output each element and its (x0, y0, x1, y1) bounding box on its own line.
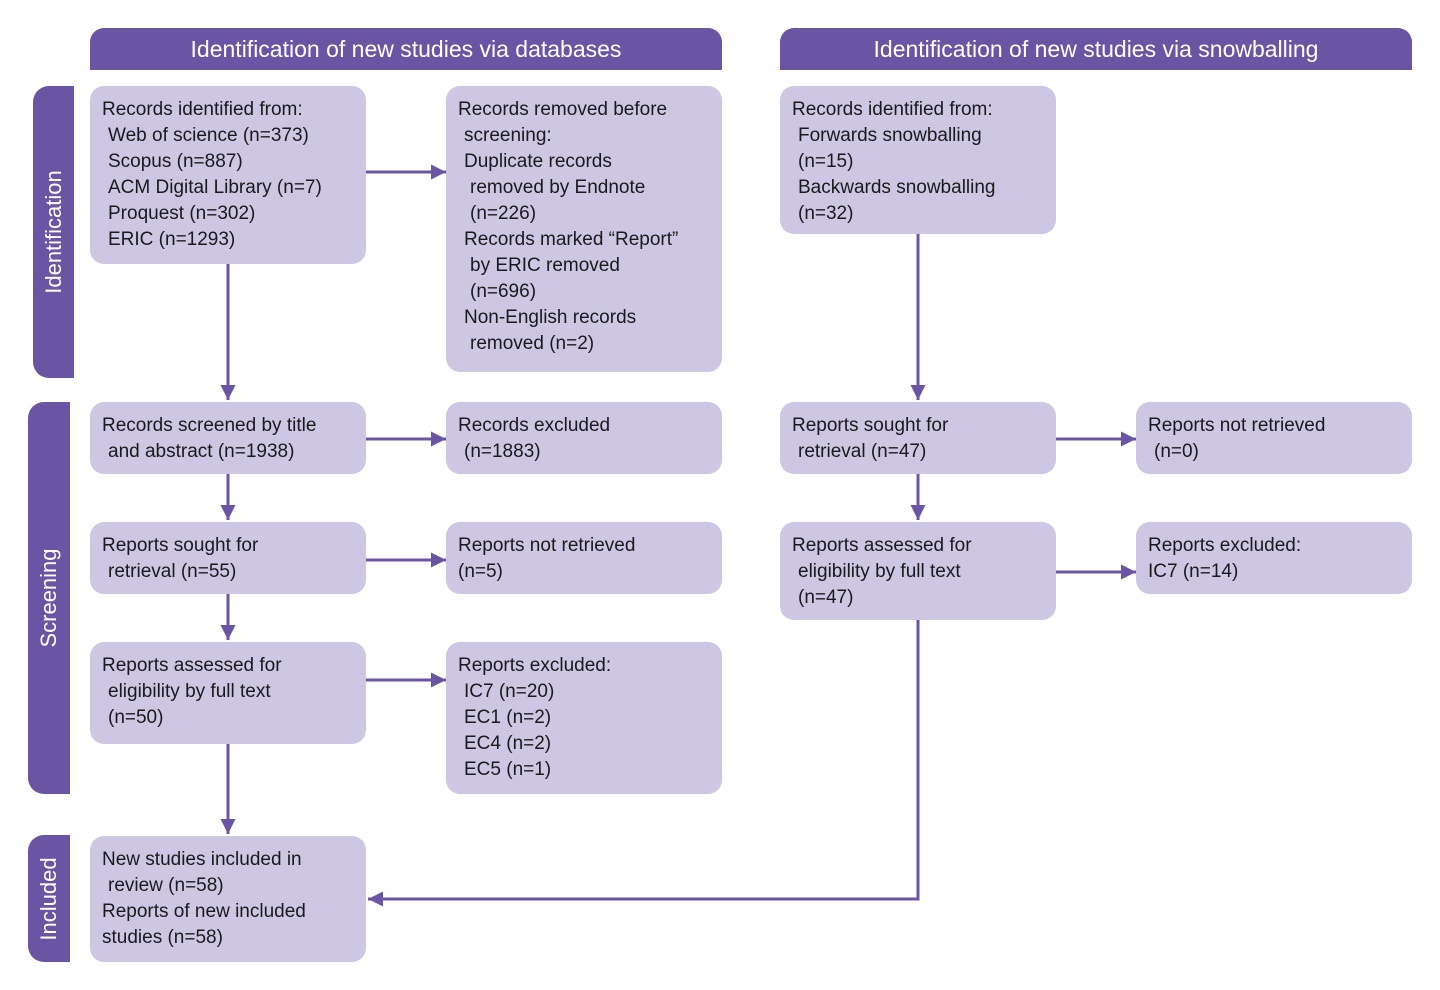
db-records-identified-box: Records identified from: Web of science … (90, 86, 366, 264)
box-line: Non-English records (464, 307, 637, 328)
box-line: (n=5) (458, 561, 503, 582)
box-line: retrieval (n=47) (798, 441, 927, 462)
box-line: Reports of new included (102, 901, 306, 922)
box-line: review (n=58) (108, 875, 224, 896)
box-line: Records screened by title (102, 415, 317, 436)
box-line: EC1 (n=2) (464, 707, 552, 728)
included-studies-box: New studies included in review (n=58) Re… (90, 836, 366, 962)
db-reports-excluded-box: Reports excluded: IC7 (n=20) EC1 (n=2) E… (446, 642, 722, 794)
box-line: (n=226) (470, 203, 537, 224)
box-line: (n=47) (798, 587, 854, 608)
box-line: Web of science (n=373) (108, 125, 309, 146)
db-reports-assessed-box: Reports assessed for eligibility by full… (90, 642, 366, 744)
box-line: Records removed before (458, 99, 668, 120)
box-line: eligibility by full text (798, 561, 961, 582)
arrow-sb-assessed-to-included (368, 620, 920, 907)
box-line: Reports assessed for (102, 655, 282, 676)
box-line: removed (n=2) (470, 333, 595, 354)
box-line: studies (n=58) (102, 927, 223, 948)
db-reports-sought-box: Reports sought for retrieval (n=55) (90, 522, 366, 594)
box-line: (n=696) (470, 281, 537, 302)
sb-reports-sought-box: Reports sought for retrieval (n=47) (780, 402, 1056, 474)
box-line: (n=15) (798, 151, 854, 172)
box-line: Records excluded (458, 415, 611, 436)
box-line: (n=0) (1154, 441, 1199, 462)
box-line: (n=50) (108, 707, 164, 728)
stage-included: Included (28, 835, 70, 962)
header-snowballing-label: Identification of new studies via snowba… (873, 35, 1319, 62)
box-line: Scopus (n=887) (108, 151, 243, 172)
box-line: (n=32) (798, 203, 854, 224)
sb-reports-not-retrieved-box: Reports not retrieved (n=0) (1136, 402, 1412, 474)
box-line: and abstract (n=1938) (108, 441, 295, 462)
db-records-screened-box: Records screened by title and abstract (… (90, 402, 366, 474)
box-line: Reports assessed for (792, 535, 972, 556)
box-line: Reports sought for (102, 535, 259, 556)
header-databases: Identification of new studies via databa… (90, 28, 722, 70)
box-line: by ERIC removed (470, 255, 620, 276)
box-line: Reports sought for (792, 415, 949, 436)
db-records-removed-box: Records removed before screening: Duplic… (446, 86, 722, 372)
box-line: removed by Endnote (470, 177, 646, 198)
box-line: Records identified from: (792, 99, 993, 120)
stage-screening: Screening (28, 402, 70, 794)
box-line: EC4 (n=2) (464, 733, 552, 754)
box-line: Proquest (n=302) (108, 203, 256, 224)
box-line: IC7 (n=14) (1148, 561, 1239, 582)
box-line: Backwards snowballing (798, 177, 996, 198)
sb-reports-assessed-box: Reports assessed for eligibility by full… (780, 522, 1056, 620)
box-line: Reports not retrieved (1148, 415, 1326, 436)
box-line: (n=1883) (464, 441, 541, 462)
box-line: eligibility by full text (108, 681, 271, 702)
box-line: retrieval (n=55) (108, 561, 237, 582)
box-line: Reports not retrieved (458, 535, 636, 556)
box-line: Reports excluded: (458, 655, 612, 676)
box-line: ACM Digital Library (n=7) (108, 177, 322, 198)
box-line: New studies included in (102, 849, 302, 870)
box-line: Reports excluded: (1148, 535, 1302, 556)
box-line: Records marked “Report” (464, 229, 679, 250)
header-snowballing: Identification of new studies via snowba… (780, 28, 1412, 70)
db-records-excluded-box: Records excluded (n=1883) (446, 402, 722, 474)
box-line: screening: (464, 125, 552, 146)
box-line: IC7 (n=20) (464, 681, 555, 702)
stage-identification: Identification (33, 86, 74, 378)
header-databases-label: Identification of new studies via databa… (190, 35, 622, 62)
sb-reports-excluded-box: Reports excluded: IC7 (n=14) (1136, 522, 1412, 594)
box-line: ERIC (n=1293) (108, 229, 236, 250)
box-line: Records identified from: (102, 99, 303, 120)
sb-records-identified-box: Records identified from: Forwards snowba… (780, 86, 1056, 234)
box-line: Forwards snowballing (798, 125, 982, 146)
box-line: EC5 (n=1) (464, 759, 552, 780)
db-reports-not-retrieved-box: Reports not retrieved (n=5) (446, 522, 722, 594)
box-line: Duplicate records (464, 151, 612, 172)
